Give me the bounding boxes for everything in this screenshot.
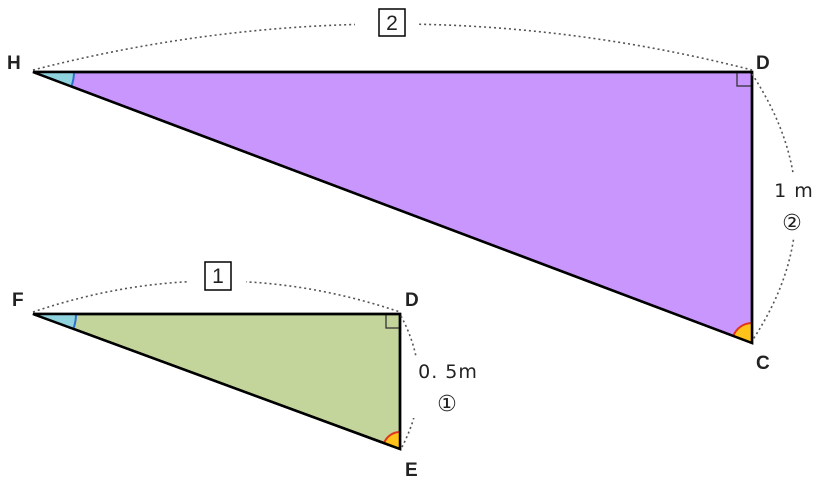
large-dc-ratio-label: ② — [782, 211, 802, 236]
large-hd-dimension-arc — [32, 23, 753, 71]
small-angle-e-mark — [384, 431, 400, 449]
large-angle-c-mark — [733, 323, 752, 343]
large-angle-c-arc — [732, 322, 753, 337]
small-de-ratio-label: ① — [437, 392, 457, 417]
vertex-c-label: C — [756, 353, 770, 374]
small-triangle: 1 0. 5m ① F D E — [12, 261, 482, 481]
large-triangle: 2 1 m ② H D C — [7, 8, 816, 374]
vertex-h-label: H — [7, 53, 21, 74]
vertex-e-label: E — [405, 460, 418, 481]
vertex-d-large-label: D — [756, 53, 770, 74]
small-de-length-label: 0. 5m — [418, 361, 478, 383]
small-fd-ratio-box — [204, 261, 232, 291]
large-dc-length-label: 1 m — [774, 180, 814, 202]
large-hd-ratio-box — [378, 8, 406, 37]
small-angle-e-arc — [383, 430, 401, 444]
small-fd-ratio-label: 1 — [212, 265, 224, 288]
small-de-dimension-arc — [400, 315, 420, 448]
vertex-f-label: F — [12, 290, 24, 311]
large-dc-dimension-arc — [751, 73, 797, 342]
vertex-d-small-label: D — [405, 290, 419, 311]
large-hd-ratio-label: 2 — [386, 12, 398, 35]
